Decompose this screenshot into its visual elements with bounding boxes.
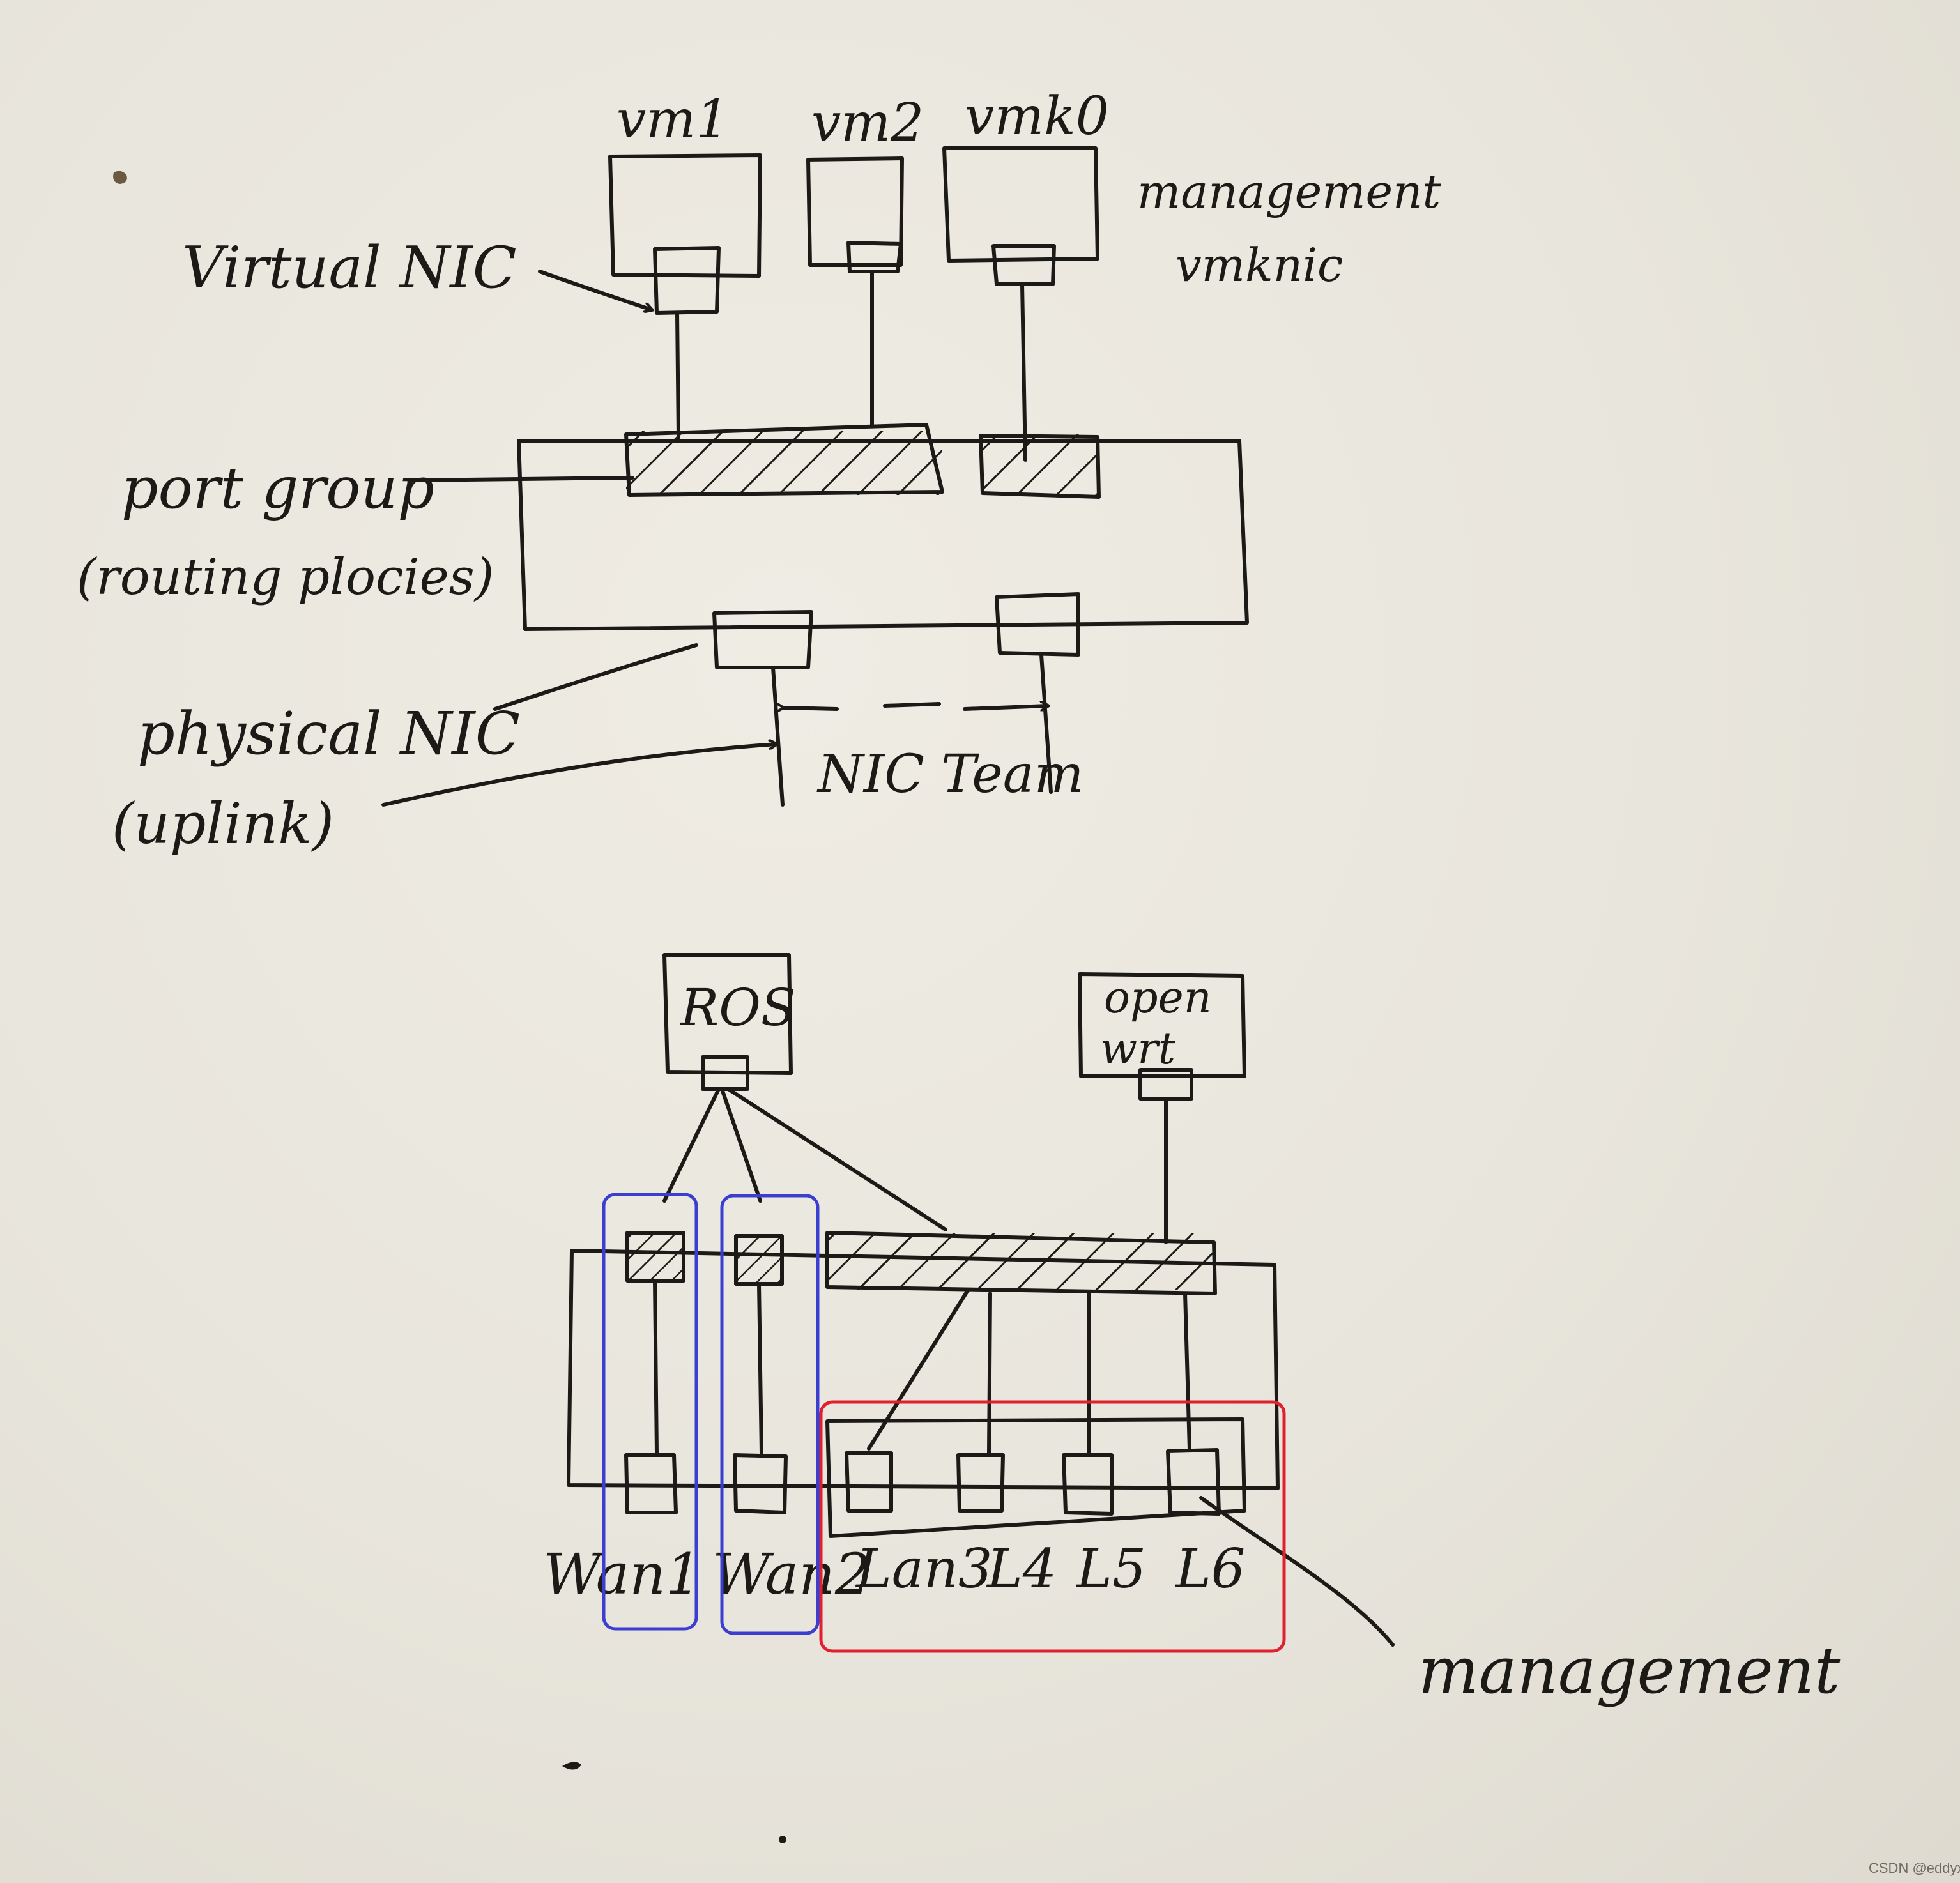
port-label-wan1: Wan1 — [543, 1541, 701, 1607]
vm1-label: vm1 — [616, 89, 729, 150]
ros-link-wan1 — [662, 1087, 721, 1203]
openwrt-box — [1078, 972, 1246, 1078]
lan3-link — [867, 1288, 970, 1451]
nic-team-label: NIC Team — [816, 744, 1083, 805]
vm1-virtual-nic — [653, 246, 721, 315]
top-diagram: vm1 vm2 vmk0 management v — [77, 86, 1441, 857]
watermark: CSDN @eddyx — [1869, 1860, 1960, 1876]
uplink-label: (uplink) — [112, 791, 334, 857]
ros-label: ROS — [679, 978, 796, 1037]
ink-blot — [113, 171, 127, 184]
ink-dot — [779, 1836, 786, 1843]
ros-nic — [701, 1055, 749, 1091]
virtual-nic-label: Virtual NIC — [182, 234, 517, 301]
l6-port — [1166, 1448, 1221, 1516]
wan1-port-group-hatch — [627, 1233, 684, 1281]
vm2-virtual-nic — [846, 241, 903, 273]
port-label-wan2: Wan2 — [712, 1541, 871, 1607]
bottom-diagram: ROS open wrt — [543, 953, 1841, 1843]
l5-port — [1062, 1453, 1114, 1516]
routing-policies-label: (routing plocies) — [77, 549, 494, 606]
physical-nic-1 — [712, 610, 813, 669]
port-group-pointer — [407, 476, 634, 482]
uplink-pointer — [381, 744, 776, 807]
virtual-nic-pointer — [538, 270, 652, 310]
physical-nic-2 — [995, 592, 1080, 657]
lan-group-outline — [819, 1400, 1286, 1653]
wan2-port — [733, 1453, 788, 1514]
management-label-top: management — [1137, 165, 1441, 218]
ros-box — [662, 953, 793, 1075]
l4-link — [987, 1292, 992, 1455]
uplink-2 — [1039, 653, 1053, 794]
vmk0-label: vmk0 — [965, 86, 1109, 147]
wan1-group-outline — [602, 1193, 698, 1631]
ink-mark — [562, 1762, 581, 1770]
vm1-box — [608, 153, 762, 278]
port-group-vm-hatch — [626, 431, 942, 495]
vmk0-virtual-nic — [991, 244, 1056, 286]
vmk0-link — [1020, 282, 1027, 462]
nic-team-arrow-left — [783, 708, 839, 709]
wan1-vertical — [653, 1279, 659, 1455]
vmknic-label: vmknic — [1175, 238, 1343, 292]
port-group-label: port group — [121, 455, 434, 522]
vm2-label: vm2 — [811, 93, 924, 153]
vmk0-box — [942, 146, 1099, 263]
openwrt-nic — [1138, 1068, 1193, 1101]
port-label-l4: L4 — [986, 1537, 1057, 1600]
wan2-group-outline — [720, 1194, 820, 1635]
openwrt-label-2: wrt — [1100, 1024, 1176, 1074]
openwrt-label-1: open — [1104, 973, 1212, 1023]
nic-team-arrow-right — [963, 706, 1048, 709]
l4-port — [956, 1453, 1005, 1513]
port-label-lan3: Lan3 — [855, 1537, 992, 1600]
management-pointer — [1199, 1496, 1395, 1647]
vm1-link — [675, 311, 680, 439]
ros-link-lan — [726, 1087, 947, 1231]
physical-nic-label: physical NIC — [137, 699, 520, 768]
nic-team-arrow-mid — [883, 702, 941, 708]
wan1-port-group — [625, 1231, 685, 1283]
uplink-1 — [771, 666, 785, 807]
wan2-port-group — [734, 1234, 784, 1286]
port-label-l6: L6 — [1174, 1537, 1245, 1600]
vm2-box — [806, 156, 904, 267]
l6-link — [1183, 1292, 1191, 1452]
port-group-mgmt-hatch — [981, 434, 1099, 495]
lan-port-group — [825, 1231, 1217, 1295]
wan2-port-group-hatch — [736, 1236, 782, 1284]
wan1-port — [624, 1453, 678, 1514]
management-label-bottom: management — [1418, 1633, 1841, 1708]
lan3-port — [845, 1451, 893, 1513]
port-group-vm — [624, 423, 944, 497]
ros-link-wan2 — [720, 1087, 762, 1203]
port-group-mgmt — [979, 434, 1101, 499]
port-label-l5: L5 — [1075, 1537, 1146, 1600]
wan2-vertical — [757, 1282, 763, 1455]
lan-bridge-box — [825, 1417, 1246, 1538]
physical-nic-pointer — [493, 643, 698, 711]
